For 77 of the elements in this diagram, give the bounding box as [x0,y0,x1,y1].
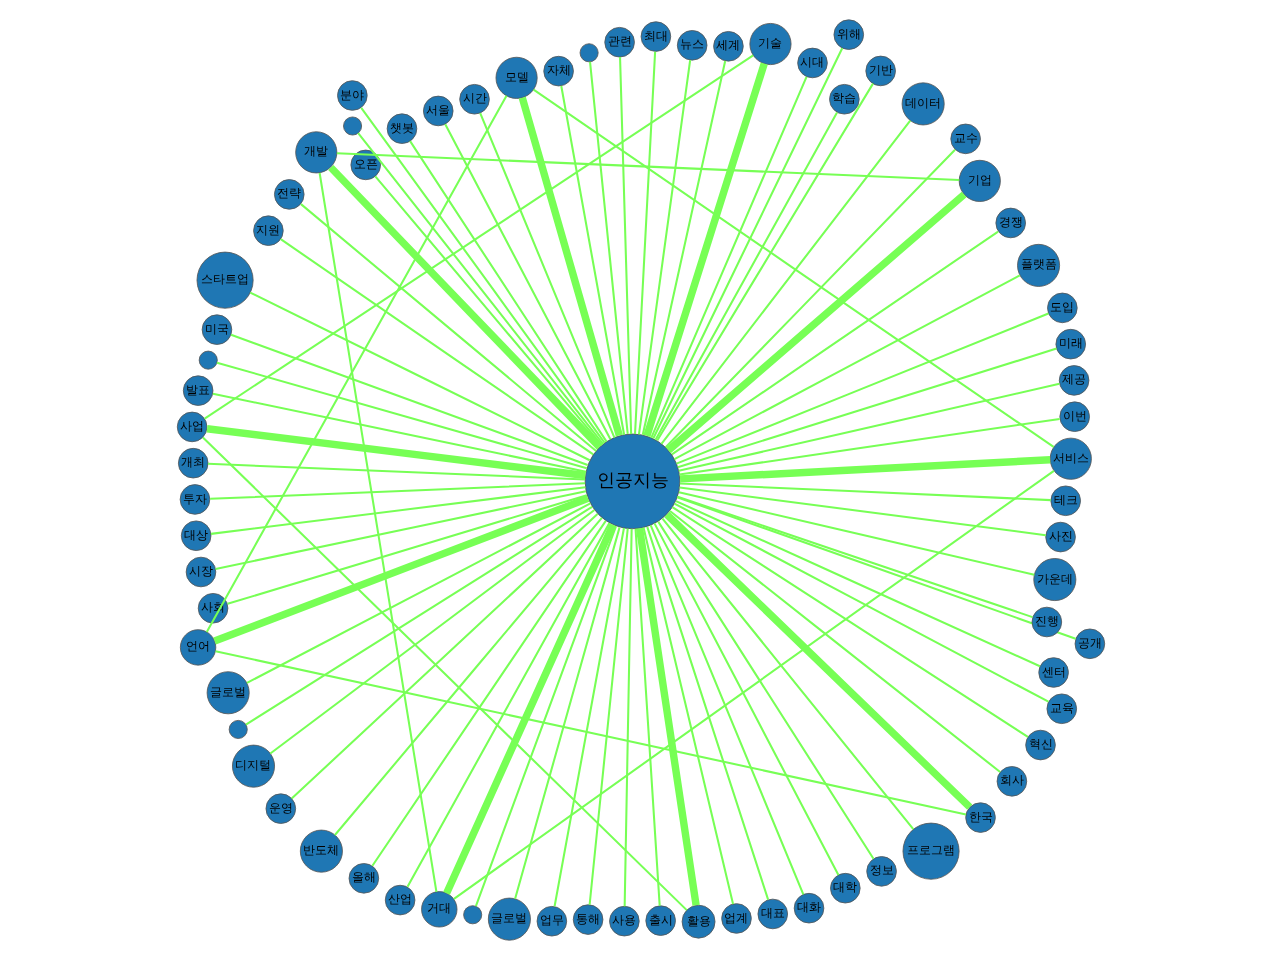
connector [473,525,616,907]
connector [299,203,596,452]
connector [245,502,590,684]
connector [559,85,625,435]
connector [633,51,656,435]
connector [588,61,628,434]
connector [670,230,998,456]
connector [335,152,959,182]
node-circle [197,350,217,370]
connector [664,191,966,454]
connector [678,456,1050,483]
connector [214,490,586,570]
connector [373,175,602,446]
connector [215,361,586,470]
connector [327,164,602,450]
connector [668,510,1000,773]
connector [660,517,914,830]
connector [641,527,734,905]
connector [405,522,610,888]
connector [677,382,1059,472]
connector [653,112,837,441]
connector [633,528,660,906]
connector [652,522,839,876]
connector [442,523,616,895]
connector [229,333,587,466]
connector [674,500,1040,668]
connector [513,527,620,900]
connector [532,88,1054,448]
connector [443,123,611,440]
connector [676,347,1056,469]
connector [244,505,592,726]
connector [211,392,586,473]
connector [670,506,1028,738]
connector [642,62,767,437]
connector [672,274,1020,460]
connector [207,462,585,481]
connector [672,502,1048,703]
connector [649,76,807,439]
connector [205,425,585,480]
connector [676,495,1032,619]
connector [678,417,1059,476]
connector [226,494,587,605]
connector [279,238,593,456]
node-circle [342,116,362,136]
connector [677,491,1034,576]
connector [678,482,1050,502]
connector [370,520,606,867]
connector [408,140,607,443]
connector [478,112,615,438]
connector [640,60,726,436]
connector [212,494,589,645]
connector [587,528,628,905]
connector [636,59,691,435]
connector [675,312,1048,465]
connector [333,517,602,836]
node-circle [462,905,482,925]
connector [678,486,1045,537]
connector [248,291,590,462]
connector [648,525,804,895]
connector [268,509,595,755]
node-circle: 인공지능 [583,433,680,530]
connector [209,486,585,535]
connector [659,120,911,445]
connector [645,526,769,900]
connector [290,513,598,800]
connector [622,528,632,907]
connector [663,149,955,448]
connector [634,527,699,906]
connector [517,96,622,437]
connector [663,511,972,810]
connector [214,650,966,816]
node-circle [578,43,598,63]
connector [656,521,874,860]
connector [552,527,624,907]
node-circle [227,720,247,739]
connector [618,57,632,434]
connector [209,482,585,500]
